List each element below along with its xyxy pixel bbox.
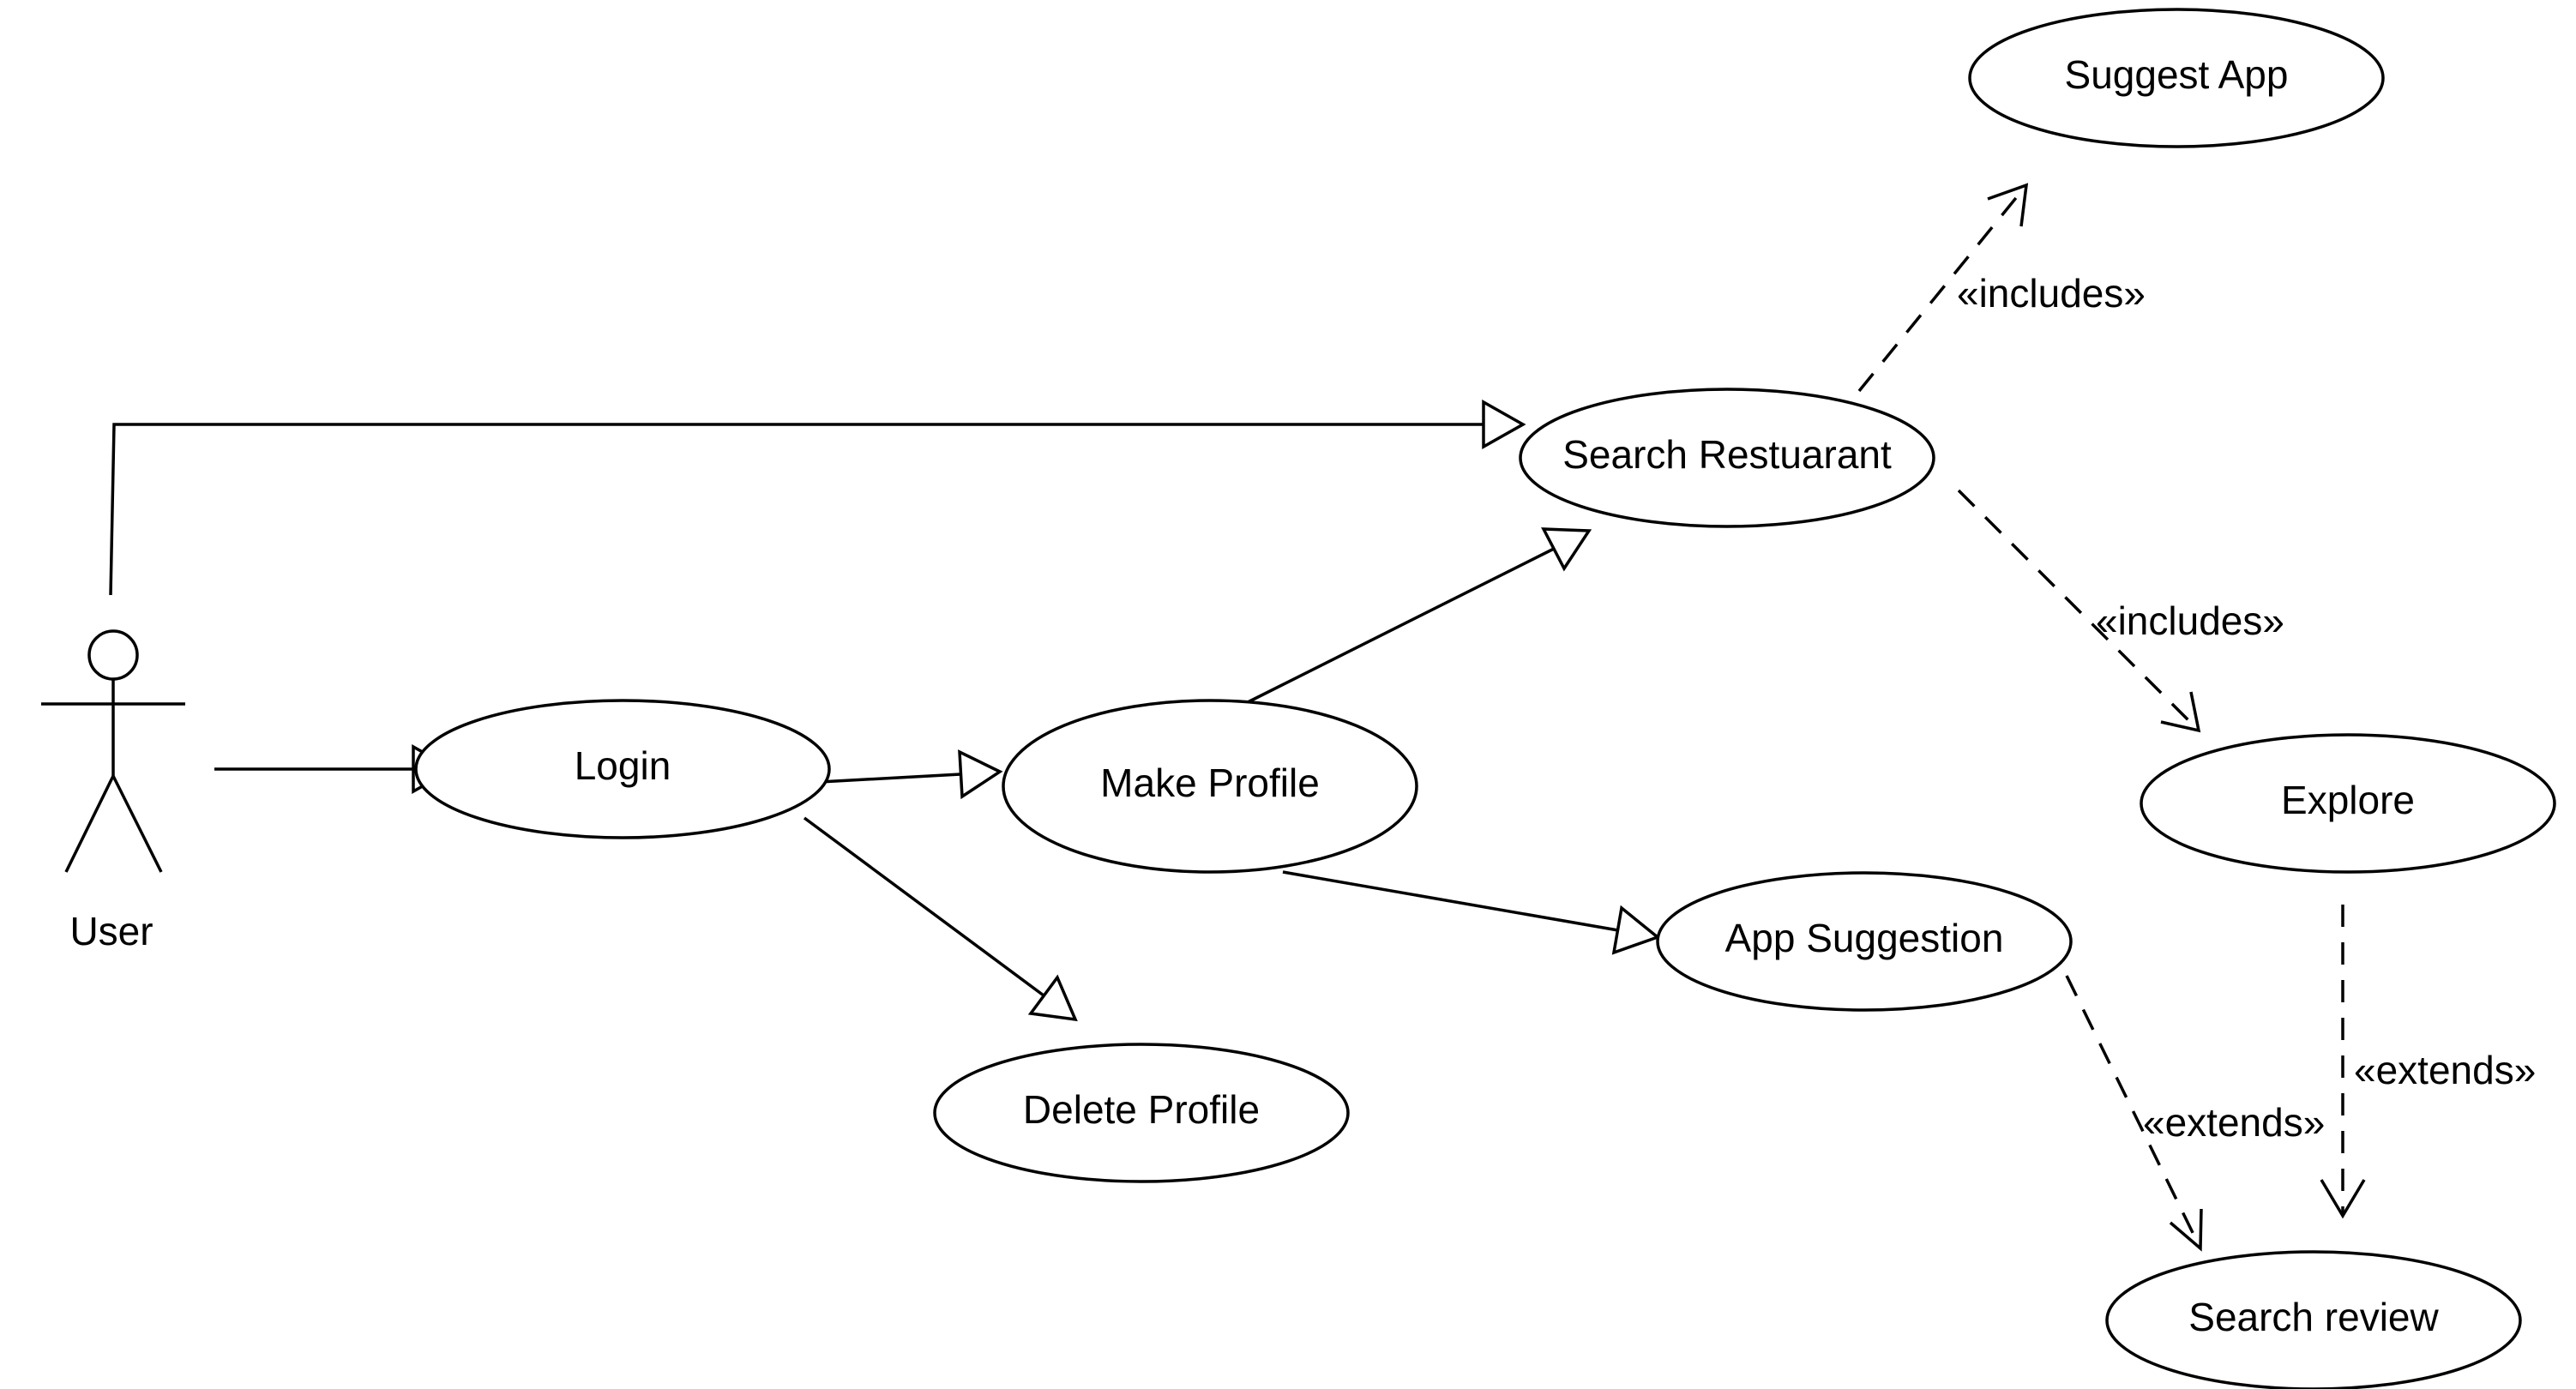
hollow-arrow-head bbox=[1482, 400, 1526, 449]
edge-login-delete-profile bbox=[803, 816, 1078, 1022]
use-case-label: Login bbox=[575, 743, 671, 788]
actor-head bbox=[87, 629, 139, 681]
use-case-ellipse bbox=[1519, 388, 1935, 528]
edge-label-extends: «extends» bbox=[2143, 1100, 2325, 1145]
use-case-suggest-app[interactable]: Suggest App bbox=[1968, 8, 2385, 148]
use-case-ellipse bbox=[1656, 871, 2073, 1012]
use-case-app-suggestion[interactable]: App Suggestion bbox=[1656, 871, 2073, 1012]
edge-label-includes: «includes» bbox=[2096, 598, 2284, 643]
use-case-label: Explore bbox=[2281, 778, 2415, 822]
use-case-label: App Suggestion bbox=[1725, 916, 2004, 960]
edge-line bbox=[1282, 870, 1619, 932]
hollow-arrow-head bbox=[1611, 905, 1661, 955]
edge-line bbox=[1247, 547, 1555, 704]
hollow-arrow-head bbox=[958, 749, 1003, 800]
edge-line bbox=[803, 773, 961, 785]
actor-right-leg bbox=[111, 775, 163, 873]
use-case-label: Search Restuarant bbox=[1562, 432, 1892, 477]
edge-make-profile-search-restaurant bbox=[1247, 527, 1592, 704]
use-case-ellipse bbox=[2140, 733, 2556, 874]
hollow-arrow-head bbox=[1541, 527, 1592, 572]
edge-user-search-restaurant bbox=[109, 400, 1526, 596]
edge-line bbox=[109, 423, 1484, 596]
actor-label: User bbox=[69, 909, 153, 953]
edge-extends-app-suggestion: «extends» bbox=[2065, 975, 2325, 1252]
edge-line bbox=[1857, 183, 2028, 393]
use-case-login[interactable]: Login bbox=[414, 699, 831, 839]
edge-make-profile-app-suggestion bbox=[1282, 870, 1661, 955]
edge-label-extends: «extends» bbox=[2354, 1048, 2536, 1092]
use-case-delete-profile[interactable]: Delete Profile bbox=[933, 1043, 1350, 1183]
use-case-ellipse bbox=[1968, 8, 2385, 148]
edge-line bbox=[2065, 975, 2202, 1249]
edge-label-includes: «includes» bbox=[1957, 271, 2146, 316]
use-case-ellipse bbox=[414, 699, 831, 839]
edge-includes-explore: «includes» bbox=[1957, 489, 2284, 733]
edge-includes-suggest-app: «includes» bbox=[1857, 183, 2146, 393]
use-case-ellipse bbox=[933, 1043, 1350, 1183]
open-arrow-head bbox=[2320, 1179, 2366, 1219]
use-case-label: Make Profile bbox=[1100, 761, 1320, 805]
edge-line bbox=[1957, 489, 2200, 732]
use-case-ellipse bbox=[2105, 1250, 2522, 1389]
open-arrow-head bbox=[2160, 691, 2201, 733]
hollow-arrow-head bbox=[1027, 974, 1078, 1022]
edge-line bbox=[803, 816, 1045, 997]
use-case-label: Suggest App bbox=[2065, 52, 2289, 97]
use-case-ellipse bbox=[1002, 699, 1418, 874]
use-case-label: Delete Profile bbox=[1023, 1087, 1260, 1132]
actor-left-leg bbox=[64, 775, 115, 873]
use-case-search-restaurant[interactable]: Search Restuarant bbox=[1519, 388, 1935, 528]
use-case-explore[interactable]: Explore bbox=[2140, 733, 2556, 874]
actor-user[interactable]: User bbox=[41, 629, 185, 953]
edge-extends-explore: «extends» bbox=[2320, 905, 2536, 1219]
edge-login-make-profile bbox=[803, 749, 1003, 800]
use-case-label: Search review bbox=[2188, 1295, 2439, 1339]
use-case-search-review[interactable]: Search review bbox=[2105, 1250, 2522, 1389]
open-arrow-head bbox=[2169, 1208, 2203, 1252]
use-case-make-profile[interactable]: Make Profile bbox=[1002, 699, 1418, 874]
open-arrow-head bbox=[1987, 183, 2029, 227]
